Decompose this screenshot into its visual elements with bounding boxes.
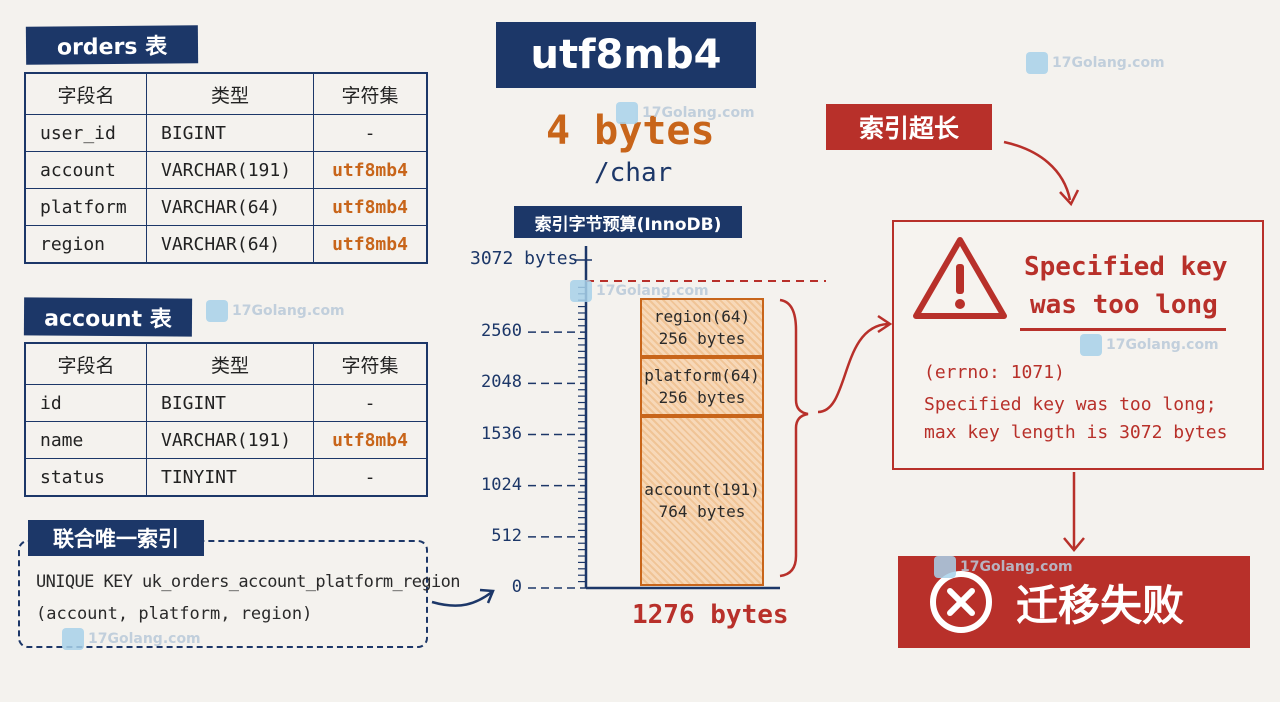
error-heading-line1: Specified key <box>1024 252 1228 282</box>
error-message-line1: Specified key was too long; <box>924 394 1217 415</box>
field-type: TINYINT <box>146 458 314 497</box>
charset-banner: utf8mb4 <box>496 22 756 88</box>
total-label: 1276 bytes <box>632 600 789 630</box>
y-tick-label: 2048 <box>481 372 522 393</box>
bar-segment: region(64)256 bytes <box>640 298 764 358</box>
charset-per-char: /char <box>594 158 673 188</box>
error-tag: 索引超长 <box>826 104 992 150</box>
table-row: account VARCHAR(191) utf8mb4 <box>24 151 428 189</box>
segment-name: region(64) <box>653 306 751 326</box>
unique-index-line1: UNIQUE KEY uk_orders_account_platform_re… <box>36 572 461 592</box>
y-tick-label: 1024 <box>481 474 522 495</box>
close-circle-icon <box>930 571 992 633</box>
field-type: VARCHAR(64) <box>146 188 314 226</box>
watermark-logo-icon <box>1026 52 1048 74</box>
account-table-title: account 表 <box>23 297 193 337</box>
error-errno: (errno: 1071) <box>924 362 1065 383</box>
watermark: 17Golang.com <box>1080 334 1219 356</box>
watermark: 17Golang.com <box>206 300 345 322</box>
table-row: platform VARCHAR(64) utf8mb4 <box>24 188 428 226</box>
segment-label: 764 bytes <box>658 502 746 522</box>
orders-table: 字段名 类型 字符集 user_id BIGINT - account VARC… <box>24 72 428 264</box>
field-name: name <box>24 421 147 459</box>
field-charset: utf8mb4 <box>313 151 428 189</box>
error-message-line2: max key length is 3072 bytes <box>924 422 1228 443</box>
watermark-logo-icon <box>616 102 638 124</box>
unique-index-box <box>18 540 428 648</box>
field-name: platform <box>24 188 147 226</box>
field-charset: - <box>313 114 428 152</box>
watermark: 17Golang.com <box>62 628 201 650</box>
watermark: 17Golang.com <box>1026 52 1165 74</box>
result-banner: 迁移失败 <box>898 556 1250 648</box>
orders-header-field: 字段名 <box>24 72 147 115</box>
error-heading-line2: was too long <box>1030 290 1218 320</box>
field-name: status <box>24 458 147 497</box>
orders-header-charset: 字符集 <box>313 72 428 115</box>
chart-title: 索引字节预算(InnoDB) <box>514 206 742 238</box>
field-type: BIGINT <box>146 114 314 152</box>
watermark: 17Golang.com <box>616 102 755 124</box>
watermark-logo-icon <box>570 280 592 302</box>
field-type: VARCHAR(191) <box>146 421 314 459</box>
field-charset: - <box>313 458 428 497</box>
watermark-logo-icon <box>1080 334 1102 356</box>
segment-label: 256 bytes <box>658 387 746 407</box>
account-table: 字段名 类型 字符集 id BIGINT - name VARCHAR(191)… <box>24 342 428 497</box>
field-type: VARCHAR(64) <box>146 225 314 264</box>
segment-name: platform(64) <box>644 365 760 385</box>
account-header-field: 字段名 <box>24 342 147 385</box>
bar-segment: platform(64)256 bytes <box>640 357 764 417</box>
y-tick-label: 0 <box>511 577 522 597</box>
field-charset: utf8mb4 <box>313 188 428 226</box>
y-tick-label: 1536 <box>481 423 522 444</box>
warning-icon <box>913 237 1007 319</box>
watermark: 17Golang.com <box>570 280 709 302</box>
limit-label: 3072 bytes <box>470 248 579 269</box>
arrow-tag-to-error <box>1003 140 1072 201</box>
account-header-charset: 字符集 <box>313 342 428 385</box>
table-row: region VARCHAR(64) utf8mb4 <box>24 225 428 264</box>
table-row: user_id BIGINT - <box>24 114 428 152</box>
field-charset: - <box>313 384 428 422</box>
table-row: id BIGINT - <box>24 384 428 422</box>
segments-bracket <box>779 298 809 578</box>
field-name: user_id <box>24 114 147 152</box>
segment-label: 256 bytes <box>658 328 746 348</box>
table-row: name VARCHAR(191) utf8mb4 <box>24 421 428 459</box>
result-label: 迁移失败 <box>1016 580 1185 630</box>
field-type: VARCHAR(191) <box>146 151 314 189</box>
watermark-logo-icon <box>206 300 228 322</box>
field-type: BIGINT <box>146 384 314 422</box>
orders-table-title: orders 表 <box>25 25 199 65</box>
field-charset: utf8mb4 <box>313 225 428 264</box>
watermark: 17Golang.com <box>934 556 1073 578</box>
error-heading-underline <box>1020 328 1226 331</box>
y-tick-label: 512 <box>491 525 522 546</box>
y-tick-label: 2560 <box>481 321 522 342</box>
error-box <box>892 220 1264 470</box>
bar-segment: account(191)764 bytes <box>640 416 764 586</box>
watermark-logo-icon <box>934 556 956 578</box>
orders-header-type: 类型 <box>146 72 314 115</box>
table-row: status TINYINT - <box>24 458 428 497</box>
arrow-to-error <box>817 322 889 414</box>
unique-index-title: 联合唯一索引 <box>28 520 204 556</box>
segment-name: account(191) <box>644 480 760 500</box>
watermark-logo-icon <box>62 628 84 650</box>
field-name: region <box>24 225 147 264</box>
account-header-type: 类型 <box>146 342 314 385</box>
field-name: account <box>24 151 147 189</box>
unique-index-line2: (account, platform, region) <box>36 604 313 624</box>
field-name: id <box>24 384 147 422</box>
field-charset: utf8mb4 <box>313 421 428 459</box>
